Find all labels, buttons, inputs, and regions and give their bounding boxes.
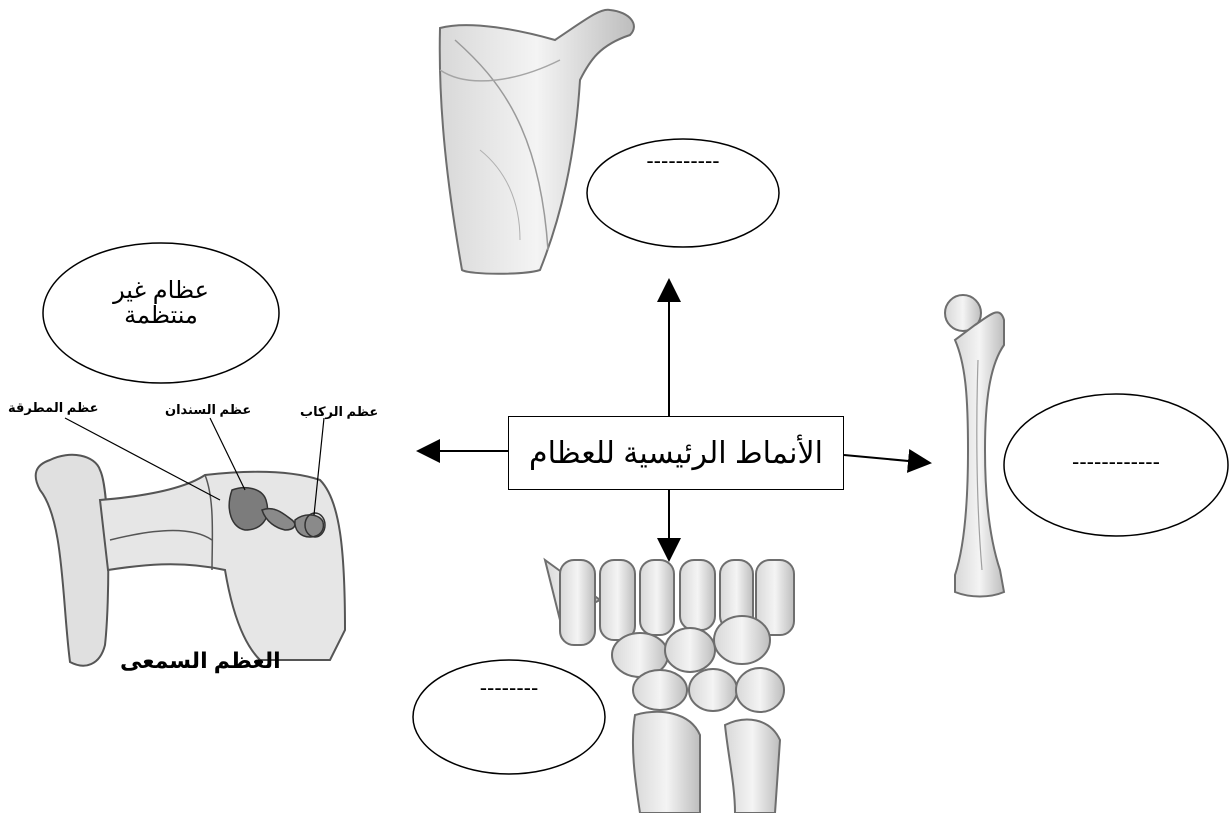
left-ellipse-line2: منتظمة: [124, 303, 198, 328]
center-title-box: الأنماط الرئيسية للعظام: [508, 416, 844, 490]
center-title: الأنماط الرئيسية للعظام: [529, 436, 823, 471]
left-ellipse-line1: عظام غير: [113, 278, 209, 303]
top-ellipse-label: ----------: [587, 139, 779, 183]
arrow-right: [844, 455, 930, 463]
malleus-label: عظم المطرقة: [8, 400, 99, 416]
bottom-ellipse-label: --------: [413, 666, 605, 710]
ear-ossicles-image: [36, 418, 345, 666]
right-ellipse-label: ------------: [1004, 440, 1228, 484]
incus-label: عظم السندان: [165, 402, 251, 418]
ear-caption: العظم السمعى: [120, 648, 281, 674]
left-ellipse-label: عظام غير منتظمة: [43, 265, 279, 341]
stapes-label: عظم الركاب: [300, 404, 378, 420]
femur-image: [945, 295, 1004, 597]
